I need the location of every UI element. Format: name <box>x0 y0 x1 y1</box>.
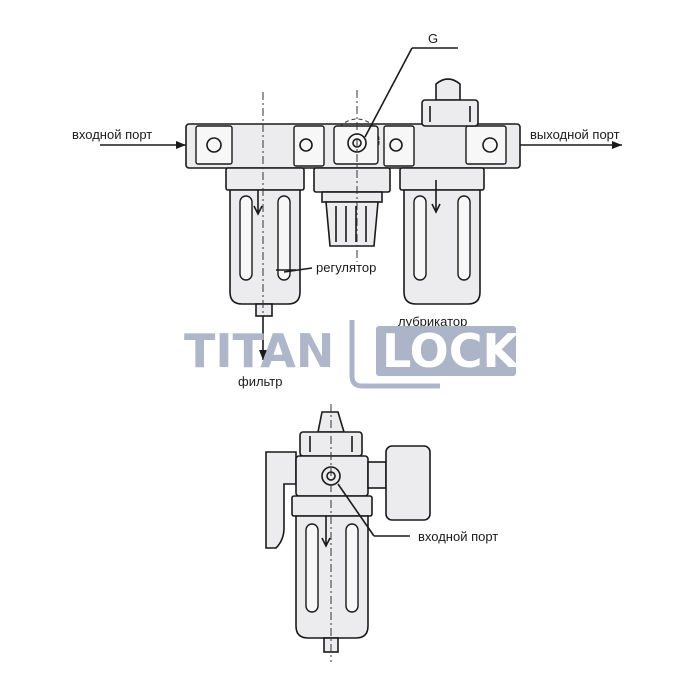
inlet-port-label-top: входной порт <box>72 127 152 142</box>
filter-label: фильтр <box>238 374 282 389</box>
top-frl-assembly <box>100 47 622 360</box>
port-size-label: G <box>428 31 438 46</box>
lubricator-label: лубрикатор <box>398 314 467 329</box>
chain-link-icon <box>349 320 440 389</box>
watermark-word-left: TITAN <box>184 324 334 378</box>
outlet-port-label: выходной порт <box>530 127 620 142</box>
bottom-frl-assembly <box>265 404 431 662</box>
inlet-port-label-bottom: входной порт <box>418 529 498 544</box>
titanlock-watermark: TITAN LOCK <box>184 320 521 389</box>
watermark-word-right: LOCK <box>382 324 521 378</box>
regulator-label: регулятор <box>316 260 376 275</box>
watermark-box <box>376 326 516 376</box>
